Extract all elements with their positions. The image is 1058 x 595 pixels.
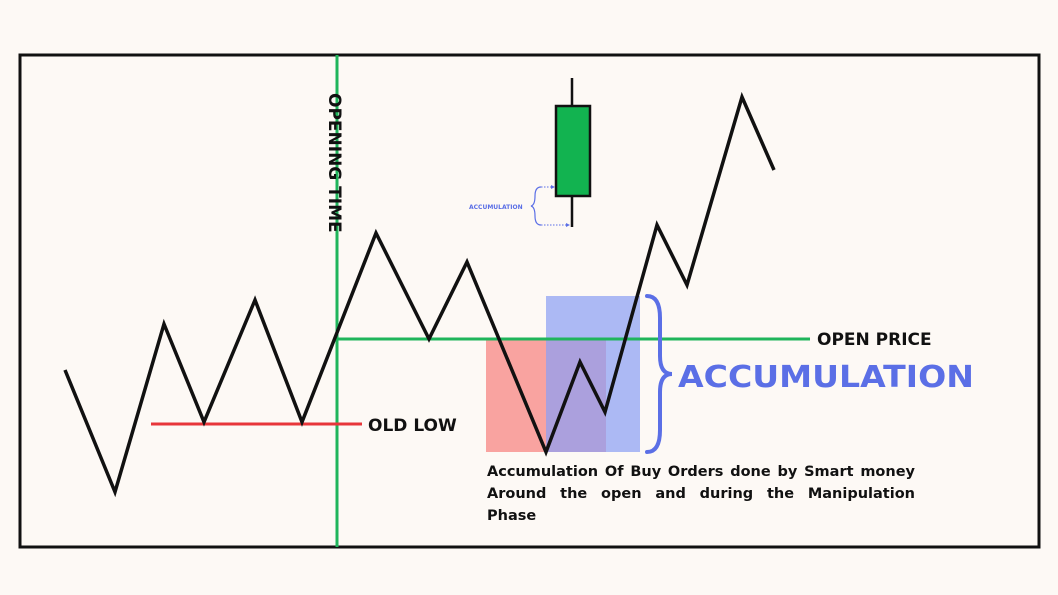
candle-arrow-head-top-icon (551, 185, 555, 189)
accumulation-brace-icon (645, 294, 673, 454)
candle-brace-icon (530, 186, 542, 226)
opening-time-label: OPENING TIME (324, 93, 344, 233)
accumulation-label: ACCUMULATION (678, 360, 974, 395)
candle-arrow-head-icon (566, 223, 570, 227)
blue-zone (546, 296, 640, 452)
open-price-label: OPEN PRICE (817, 330, 932, 350)
price-path (63, 91, 776, 498)
candle-accumulation-label: ACCUMULATION (469, 204, 523, 211)
description-text: Accumulation Of Buy Orders done by Smart… (487, 464, 915, 524)
candle-body (554, 104, 592, 198)
frame (18, 53, 1041, 549)
old-low-label: OLD LOW (368, 416, 457, 436)
